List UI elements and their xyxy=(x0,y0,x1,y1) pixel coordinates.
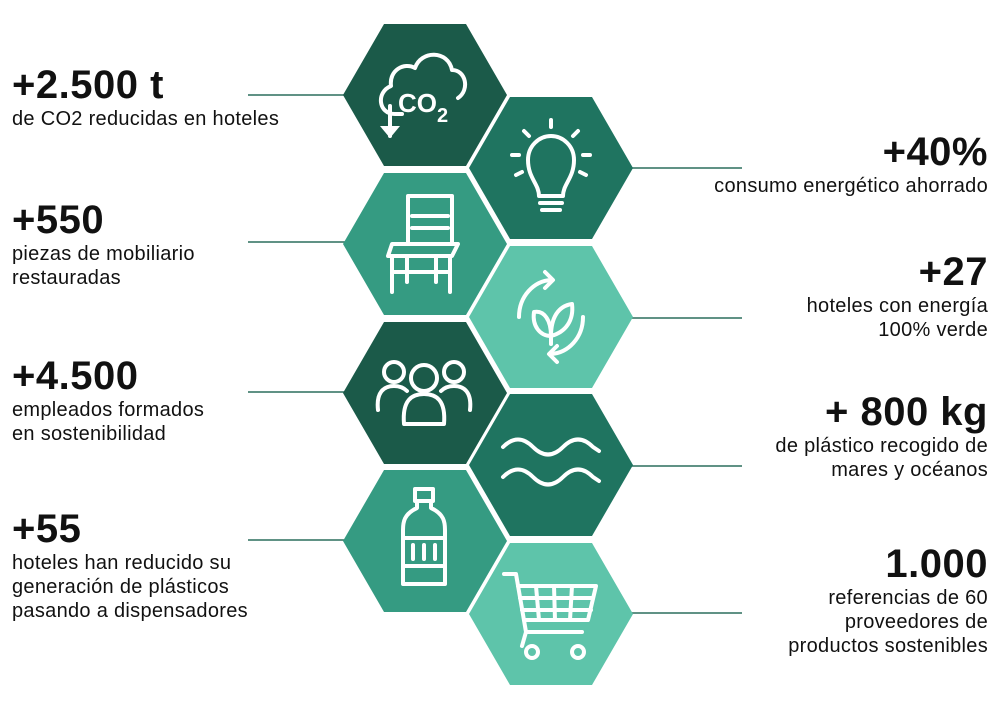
stat-employees-line-2: en sostenibilidad xyxy=(12,423,167,445)
stat-green: +27 hoteles con energía 100% verde xyxy=(807,250,988,342)
stat-green-line-1: hoteles con energía xyxy=(806,295,988,317)
stat-plastic-line-1: de plástico recogido de xyxy=(775,435,988,457)
stat-co2-line-1: de CO2 reducidas en hoteles xyxy=(12,108,280,130)
stat-furniture-value: +550 xyxy=(12,198,105,242)
waves-icon xyxy=(501,437,601,487)
stat-suppliers-line-1: referencias de 60 xyxy=(828,587,988,609)
co2-icon-label: CO2 xyxy=(398,88,448,127)
stat-energy-description: consumo energético ahorrado xyxy=(714,174,988,198)
lightbulb-icon xyxy=(510,118,592,212)
hexagon-green xyxy=(469,246,633,388)
stat-suppliers: 1.000 referencias de 60 proveedores de p… xyxy=(788,542,988,658)
connector-lines xyxy=(248,94,742,614)
stat-hotels-description: hoteles han reducido su generación de pl… xyxy=(12,551,248,623)
stat-hotels-value: +55 xyxy=(12,507,82,551)
people-group-icon xyxy=(375,360,473,426)
stat-co2-value: +2.500 t xyxy=(12,63,164,107)
chair-icon xyxy=(386,194,460,294)
stat-employees: +4.500 empleados formados en sostenibili… xyxy=(12,354,204,446)
leaves-recycle-icon xyxy=(517,270,585,364)
stat-energy-line-1: consumo energético ahorrado xyxy=(714,175,988,197)
stat-plastic-description: de plástico recogido de mares y océanos xyxy=(775,434,988,482)
bottle-icon xyxy=(401,487,447,586)
stat-green-value: +27 xyxy=(918,250,988,294)
stat-employees-description: empleados formados en sostenibilidad xyxy=(12,398,204,446)
stat-employees-line-1: empleados formados xyxy=(12,399,205,421)
stat-furniture-line-2: restauradas xyxy=(12,267,121,289)
stat-furniture-line-1: piezas de mobiliario xyxy=(12,243,195,265)
stat-suppliers-description: referencias de 60 proveedores de product… xyxy=(788,586,988,658)
stat-plastic-value: + 800 kg xyxy=(824,390,988,434)
stat-suppliers-value: 1.000 xyxy=(885,542,988,586)
hexagon-suppliers xyxy=(469,543,633,685)
co2-cloud-down-icon: CO2 xyxy=(379,52,468,138)
stat-hotels-line-2: generación de plásticos xyxy=(12,576,230,598)
stat-plastic-line-2: mares y océanos xyxy=(831,459,988,481)
stat-green-description: hoteles con energía 100% verde xyxy=(807,294,988,342)
stat-furniture: +550 piezas de mobiliario restauradas xyxy=(12,198,195,290)
stat-hotels: +55 hoteles han reducido su generación d… xyxy=(12,507,248,623)
hexagon-energy xyxy=(469,97,633,239)
hexagon-plastic xyxy=(469,394,633,536)
stat-co2: +2.500 t de CO2 reducidas en hoteles xyxy=(12,63,279,131)
stat-plastic: + 800 kg de plástico recogido de mares y… xyxy=(775,390,988,482)
stat-green-line-2: 100% verde xyxy=(878,319,988,341)
stat-suppliers-line-2: proveedores de xyxy=(844,611,988,633)
stat-furniture-description: piezas de mobiliario restauradas xyxy=(12,242,195,290)
stat-energy-value: +40% xyxy=(882,130,988,174)
stat-employees-value: +4.500 xyxy=(12,354,139,398)
stat-energy: +40% consumo energético ahorrado xyxy=(714,130,988,198)
stat-hotels-line-1: hoteles han reducido su xyxy=(12,552,232,574)
stat-hotels-line-3: pasando a dispensadores xyxy=(12,600,248,622)
hexagon-hotels xyxy=(343,470,507,612)
shopping-cart-icon xyxy=(502,572,598,660)
stat-suppliers-line-3: productos sostenibles xyxy=(788,635,988,657)
stat-co2-description: de CO2 reducidas en hoteles xyxy=(12,107,279,131)
